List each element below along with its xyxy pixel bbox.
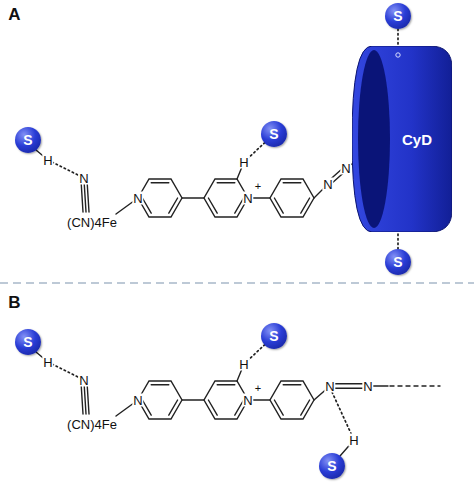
cyclodextrin-body: [352, 46, 452, 232]
atom-label: (CN)4Fe: [66, 418, 118, 431]
atom-label: H: [42, 356, 53, 369]
bond-line: [283, 384, 301, 385]
atom-label: N: [132, 192, 143, 205]
solvent-label: S: [327, 459, 336, 473]
bond-line: [208, 198, 217, 213]
atom-label: N: [78, 374, 89, 387]
solvent-label: S: [393, 255, 402, 269]
cyclodextrin-cavity: CyD: [352, 46, 452, 232]
bond-line: [274, 198, 283, 213]
atom-label: N: [362, 380, 373, 393]
bond-line: [208, 400, 217, 415]
panel-label: B: [6, 294, 21, 311]
cyclodextrin-opening: [358, 50, 390, 228]
bond-line: [182, 399, 204, 400]
bond-line: [151, 384, 169, 385]
bond-line: [142, 400, 151, 415]
bond-line: [87, 382, 89, 414]
solvent-sphere: S: [261, 323, 287, 349]
bond-line: [217, 182, 235, 183]
bond-line: [81, 382, 83, 414]
solvent-label: S: [269, 329, 278, 343]
charge-sign: +: [254, 383, 262, 394]
atom-label: N: [242, 192, 253, 205]
bond-line: [84, 180, 86, 212]
solvent-sphere: S: [385, 3, 411, 29]
bond-line: [169, 400, 178, 415]
bond-line: [81, 180, 83, 212]
bond-line: [169, 198, 178, 213]
bond-line: [142, 198, 151, 213]
bond-line: [182, 197, 204, 198]
bond-line: [84, 382, 86, 414]
solvent-sphere: S: [15, 127, 41, 153]
atom-label: N: [324, 380, 335, 393]
aromatic-ring: [270, 381, 314, 419]
solvent-sphere: S: [15, 329, 41, 355]
atom-label: (CN)4Fe: [66, 216, 118, 229]
bond-line: [301, 198, 310, 213]
bond-line: [87, 180, 89, 212]
solvent-label: S: [393, 9, 402, 23]
bond-line: [217, 384, 235, 385]
solvent-label: S: [269, 127, 278, 141]
atom-label: N: [132, 394, 143, 407]
atom-label: H: [238, 156, 249, 169]
cavity-label: CyD: [372, 132, 432, 147]
panel-divider: [0, 282, 474, 283]
chain-continuation: [390, 385, 440, 386]
aromatic-ring: [138, 381, 182, 419]
bond-line: [151, 182, 169, 183]
solvent-sphere: S: [261, 121, 287, 147]
atom-label: N: [322, 178, 333, 191]
aromatic-ring: [138, 179, 182, 217]
hydroxyl-mark: [396, 53, 400, 57]
bond-line: [301, 400, 310, 415]
solvent-sphere: S: [385, 249, 411, 275]
hydrogen-bond-connector: [397, 232, 399, 249]
atom-label: H: [348, 434, 359, 447]
atom-label: H: [42, 154, 53, 167]
atom-label: H: [238, 358, 249, 371]
solvent-sphere: S: [319, 453, 345, 479]
atom-label: N: [340, 162, 351, 175]
solvent-label: S: [23, 133, 32, 147]
charge-sign: +: [254, 181, 262, 192]
hydrogen-bond-connector: [397, 29, 399, 46]
aromatic-ring: [270, 179, 314, 217]
panel-label: A: [6, 6, 21, 23]
bond-line: [274, 400, 283, 415]
atom-label: N: [242, 394, 253, 407]
atom-label: N: [78, 172, 89, 185]
solvent-label: S: [23, 335, 32, 349]
bond-line: [283, 182, 301, 183]
